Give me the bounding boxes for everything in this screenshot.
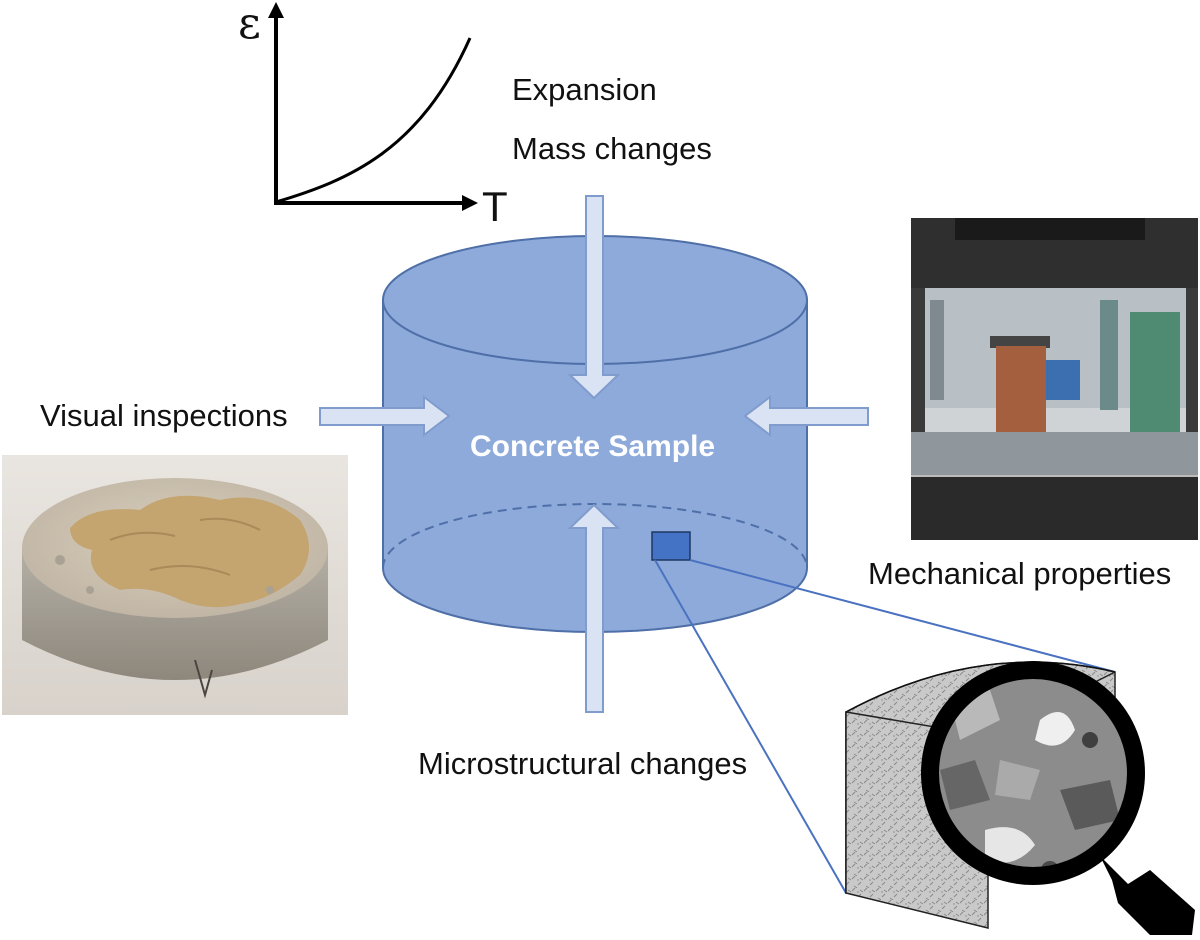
y-axis-arrowhead bbox=[268, 2, 284, 18]
magnifier-handle bbox=[1100, 856, 1195, 935]
zoom-region-box bbox=[651, 531, 691, 561]
arrow-from-left bbox=[319, 394, 451, 438]
arrow-from-right bbox=[743, 394, 869, 438]
specimen-photo bbox=[2, 455, 348, 715]
arrow-from-top bbox=[567, 195, 621, 400]
arrow-from-bottom bbox=[567, 503, 621, 713]
press-photo bbox=[911, 218, 1198, 540]
concrete-sample-label: Concrete Sample bbox=[470, 430, 716, 463]
concrete-sample-cylinder bbox=[382, 235, 808, 633]
magnifying-glass-icon bbox=[921, 661, 1145, 885]
expansion-curve bbox=[275, 37, 472, 204]
x-axis-arrowhead bbox=[462, 195, 478, 211]
microstructure-illustration bbox=[845, 661, 1195, 935]
mass-changes-label: Mass changes bbox=[512, 131, 712, 166]
expansion-label: Expansion bbox=[512, 72, 657, 107]
strain-temperature-graph bbox=[268, 2, 478, 211]
zoom-line-lower bbox=[654, 559, 847, 894]
x-axis-symbol: T bbox=[482, 183, 508, 230]
zoom-line-upper bbox=[689, 559, 1116, 673]
cylinder-hidden-bottom-edge bbox=[382, 503, 808, 569]
microstructural-changes-label: Microstructural changes bbox=[418, 746, 748, 781]
visual-inspections-label: Visual inspections bbox=[40, 398, 288, 433]
mechanical-properties-label: Mechanical properties bbox=[868, 556, 1172, 591]
y-axis-symbol: ε bbox=[238, 0, 261, 49]
